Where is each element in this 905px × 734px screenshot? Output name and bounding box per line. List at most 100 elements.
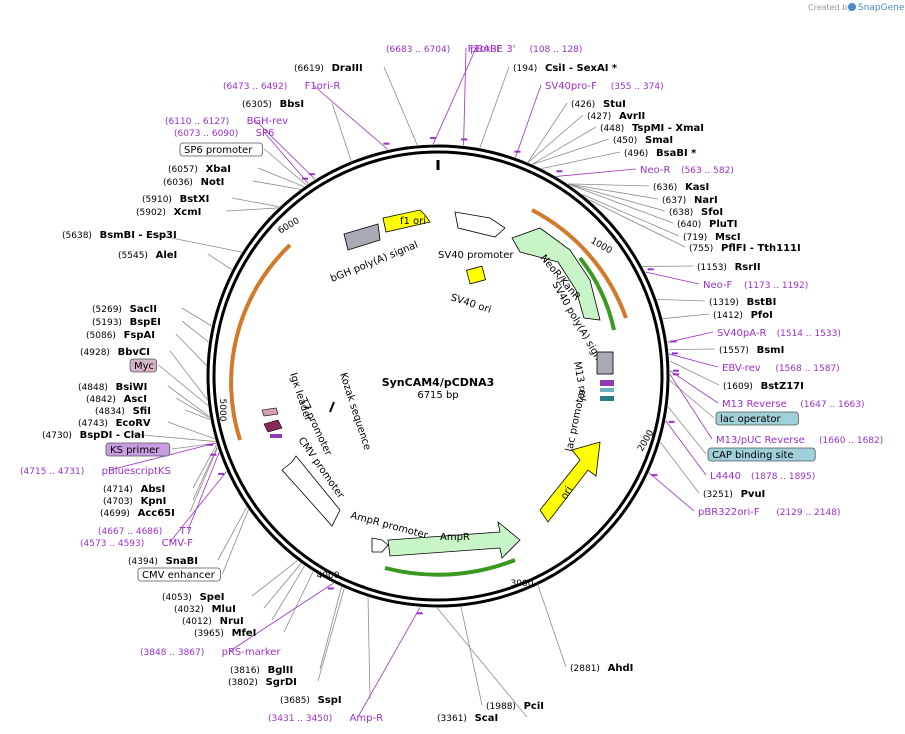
leader-line (537, 585, 567, 668)
primer-position: (1514 .. 1533) (777, 329, 841, 339)
enzyme-site: TspMI - XmaI (632, 123, 704, 134)
enzyme-site: KpnI (141, 496, 167, 507)
enzyme-position: (3965) (194, 629, 224, 639)
leader-line (660, 441, 700, 494)
primer-site: F1ori-F (468, 44, 503, 55)
enzyme-site: FspAI (124, 330, 155, 341)
enzyme-site: NotI (201, 177, 225, 188)
feature-box-bg (105, 442, 171, 457)
primer-site: L4440 (710, 471, 741, 482)
leader-line (667, 406, 707, 455)
primer-mark (218, 472, 225, 475)
leader-line (131, 433, 216, 442)
primer-site: SV40pA-R (717, 328, 766, 339)
primer-site: SV40pro-F (545, 81, 597, 92)
enzyme-site: AhdI (608, 663, 634, 674)
primer-mark (207, 443, 214, 446)
enzyme-site: AbsI (141, 484, 166, 495)
enzyme-position: (5910) (142, 195, 172, 205)
enzyme-position: (448) (600, 124, 624, 134)
leader-line (648, 472, 695, 512)
primer-position: (108 .. 128) (530, 45, 583, 55)
enzyme-site: PvuI (741, 489, 766, 500)
leader-line (532, 138, 610, 165)
primer-position: (2129 .. 2148) (776, 508, 840, 518)
lac-promoter-label: lac promoter (564, 387, 588, 453)
enzyme-position: (2881) (570, 664, 600, 674)
enzyme-position: (3685) (280, 696, 310, 706)
enzyme-site: SnaBI (166, 556, 198, 567)
leader-line (568, 183, 659, 200)
primer-mark (327, 587, 334, 590)
leader-lines (109, 47, 720, 718)
enzyme-position: (6036) (163, 178, 193, 188)
neor-kanr-feature (511, 227, 601, 321)
ampr-feature (387, 520, 521, 559)
ampr-promoter-label: AmpR promoter (349, 510, 429, 541)
enzyme-position: (6057) (168, 165, 198, 175)
credit-prefix: Created by (808, 3, 852, 12)
bgh-polya-feature (343, 223, 381, 251)
leader-line (669, 374, 713, 440)
feature-box-label: Myc (134, 361, 154, 372)
enzyme-site: BglII (268, 665, 294, 676)
leader-line (192, 447, 218, 501)
leader-line (527, 102, 568, 163)
primer-mark (671, 352, 678, 355)
primer-mark (672, 373, 679, 376)
backbone-outer (206, 144, 670, 608)
leader-line (187, 452, 220, 531)
primer-position: (1173 .. 1192) (744, 281, 808, 291)
enzyme-position: (450) (613, 136, 637, 146)
leader-line (436, 607, 528, 718)
leader-line (669, 360, 720, 386)
primer-mark (670, 340, 677, 343)
left-orange-arc (229, 243, 292, 441)
enzyme-position: (3816) (230, 666, 260, 676)
leader-line (312, 84, 389, 150)
leader-line (192, 444, 217, 489)
enzyme-site: RsrII (735, 262, 761, 273)
enzyme-position: (4699) (100, 509, 130, 519)
primer-position: (4667 .. 4686) (98, 527, 162, 537)
feature-box-label: CAP binding site (712, 450, 794, 461)
primer-position: (6110 .. 6127) (165, 117, 229, 127)
enzyme-position: (4928) (80, 348, 110, 358)
enzyme-site: NarI (694, 195, 718, 206)
snapgene-logo-icon (848, 3, 856, 11)
enzyme-position: (194) (513, 64, 537, 74)
leader-line (532, 126, 597, 165)
leader-line (668, 353, 719, 368)
enzyme-site: BsmBI - Esp3I (100, 230, 177, 241)
primer-position: (3848 .. 3867) (140, 648, 204, 658)
leader-line (217, 506, 247, 561)
primer-site: Neo-F (703, 280, 733, 291)
kozak-feature (329, 401, 335, 413)
primer-mark (514, 150, 521, 153)
leader-line (222, 509, 249, 575)
leader-line (568, 183, 674, 224)
enzyme-position: (4053) (162, 593, 192, 603)
enzyme-position: (4714) (103, 485, 133, 495)
enzyme-position: (5193) (92, 318, 122, 328)
enzyme-position: (1319) (709, 298, 739, 308)
neo-green-arc (578, 256, 616, 331)
primer-mark (416, 612, 423, 615)
primer-mark (430, 137, 437, 140)
primer-site: M13 Reverse (722, 399, 787, 410)
primer-site: SP6 (256, 128, 275, 139)
enzyme-site: XbaI (206, 164, 231, 175)
leader-line (479, 66, 510, 148)
leader-line (151, 233, 242, 253)
enzyme-site: KasI (685, 182, 709, 193)
leader-line (669, 380, 715, 419)
sv40-promoter-label: SV40 promoter (438, 250, 514, 261)
enzyme-site: SfiI (133, 406, 151, 417)
primer-mark (461, 138, 468, 141)
enzyme-site: EcoRV (116, 418, 151, 429)
primer-mark (301, 177, 308, 180)
primer-site: EBV-rev (722, 363, 761, 374)
neo-orange-arc (531, 208, 628, 319)
lac-operator-feature (600, 388, 614, 392)
primer-position: (3431 .. 3450) (268, 714, 332, 724)
